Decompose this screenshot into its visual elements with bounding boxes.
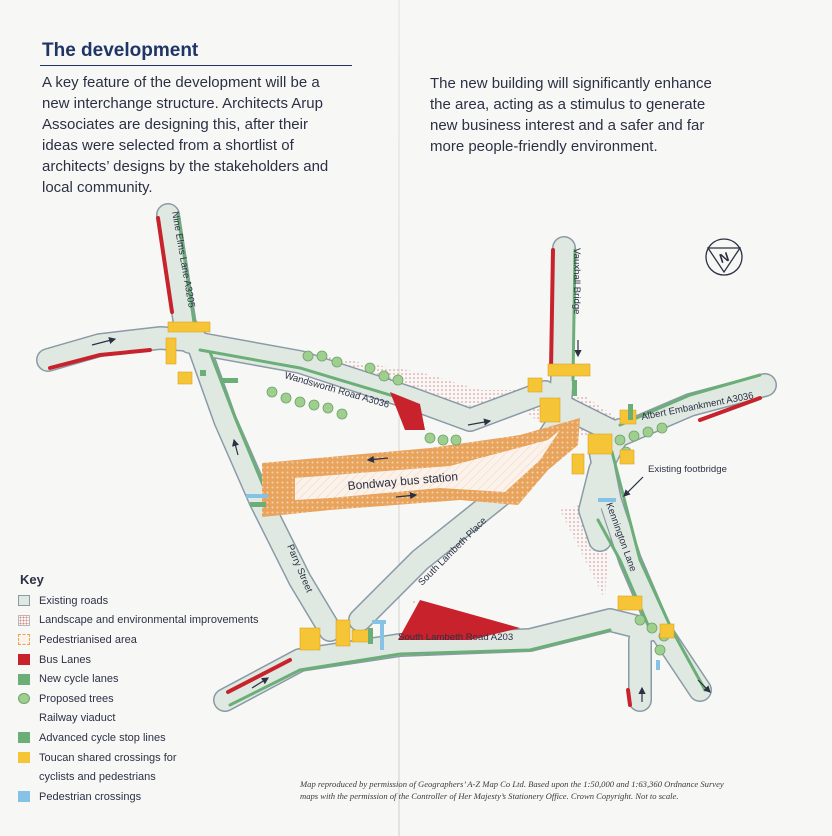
north-compass-icon: N	[705, 238, 743, 276]
map-credit: Map reproduced by permission of Geograph…	[300, 779, 724, 801]
cycle-lanes	[176, 213, 762, 707]
label-existing-footbridge: Existing footbridge	[648, 464, 727, 475]
heading-rule	[40, 65, 352, 66]
page-fold	[398, 0, 400, 836]
key-item-cycle-lanes: New cycle lanes	[18, 669, 318, 689]
label-vauxhall-bridge: Vauxhall Bridge	[571, 248, 582, 315]
key-swatch-landscape	[18, 614, 30, 626]
key-item-stop-lines: Advanced cycle stop lines	[18, 728, 318, 748]
key-item-existing-roads: Existing roads	[18, 591, 318, 611]
key-swatch-cycle-lanes	[18, 673, 30, 685]
bus-lanes	[48, 216, 762, 707]
bondway-plaza	[295, 430, 560, 500]
key-swatch-viaduct	[18, 713, 30, 724]
map-key: Key Existing roads Landscape and environ…	[18, 572, 318, 807]
key-swatch-bus-lanes	[18, 654, 30, 666]
section-heading: The development	[42, 40, 199, 61]
bus-lane-south-lambeth	[398, 600, 520, 640]
bus-lane-wandsworth	[390, 392, 425, 430]
key-swatch-existing-roads	[18, 595, 30, 607]
pedestrian-crossings	[246, 494, 660, 670]
traffic-arrows	[91, 337, 711, 702]
key-item-trees: Proposed trees	[18, 689, 318, 709]
key-title: Key	[20, 572, 44, 587]
bondway-bus-station-pedestrian-area	[262, 418, 580, 517]
key-item-toucan: Toucan shared crossings for	[18, 748, 318, 768]
key-item-viaduct: Railway viaduct	[18, 709, 318, 729]
north-label: N	[717, 249, 731, 266]
key-item-pedestrianised: Pedestrianised area	[18, 630, 318, 650]
key-swatch-trees	[18, 693, 30, 705]
key-swatch-pedestrianised	[18, 634, 30, 646]
advanced-cycle-stop-lines	[200, 370, 633, 644]
intro-paragraph-right: The new building will significantly enha…	[430, 75, 712, 155]
key-item-ped-crossings: Pedestrian crossings	[18, 787, 318, 807]
toucan-crossings	[165, 321, 675, 651]
intro-paragraph-left: A key feature of the development will be…	[42, 74, 329, 196]
key-swatch-stop-lines	[18, 732, 30, 744]
key-item-bus-lanes: Bus Lanes	[18, 650, 318, 670]
label-south-lambeth-road: South Lambeth Road A203	[398, 632, 513, 643]
vauxhall-interchange-map: N Nine Elms Lane A3205 Vauxhall Bridge W…	[36, 203, 777, 712]
road-network	[36, 203, 777, 712]
key-swatch-toucan	[18, 752, 30, 764]
proposed-trees	[266, 350, 670, 656]
key-swatch-ped-crossings	[18, 791, 30, 803]
key-item-toucan-continued: cyclists and pedestrians	[39, 771, 156, 784]
key-item-landscape: Landscape and environmental improvements	[18, 611, 318, 631]
